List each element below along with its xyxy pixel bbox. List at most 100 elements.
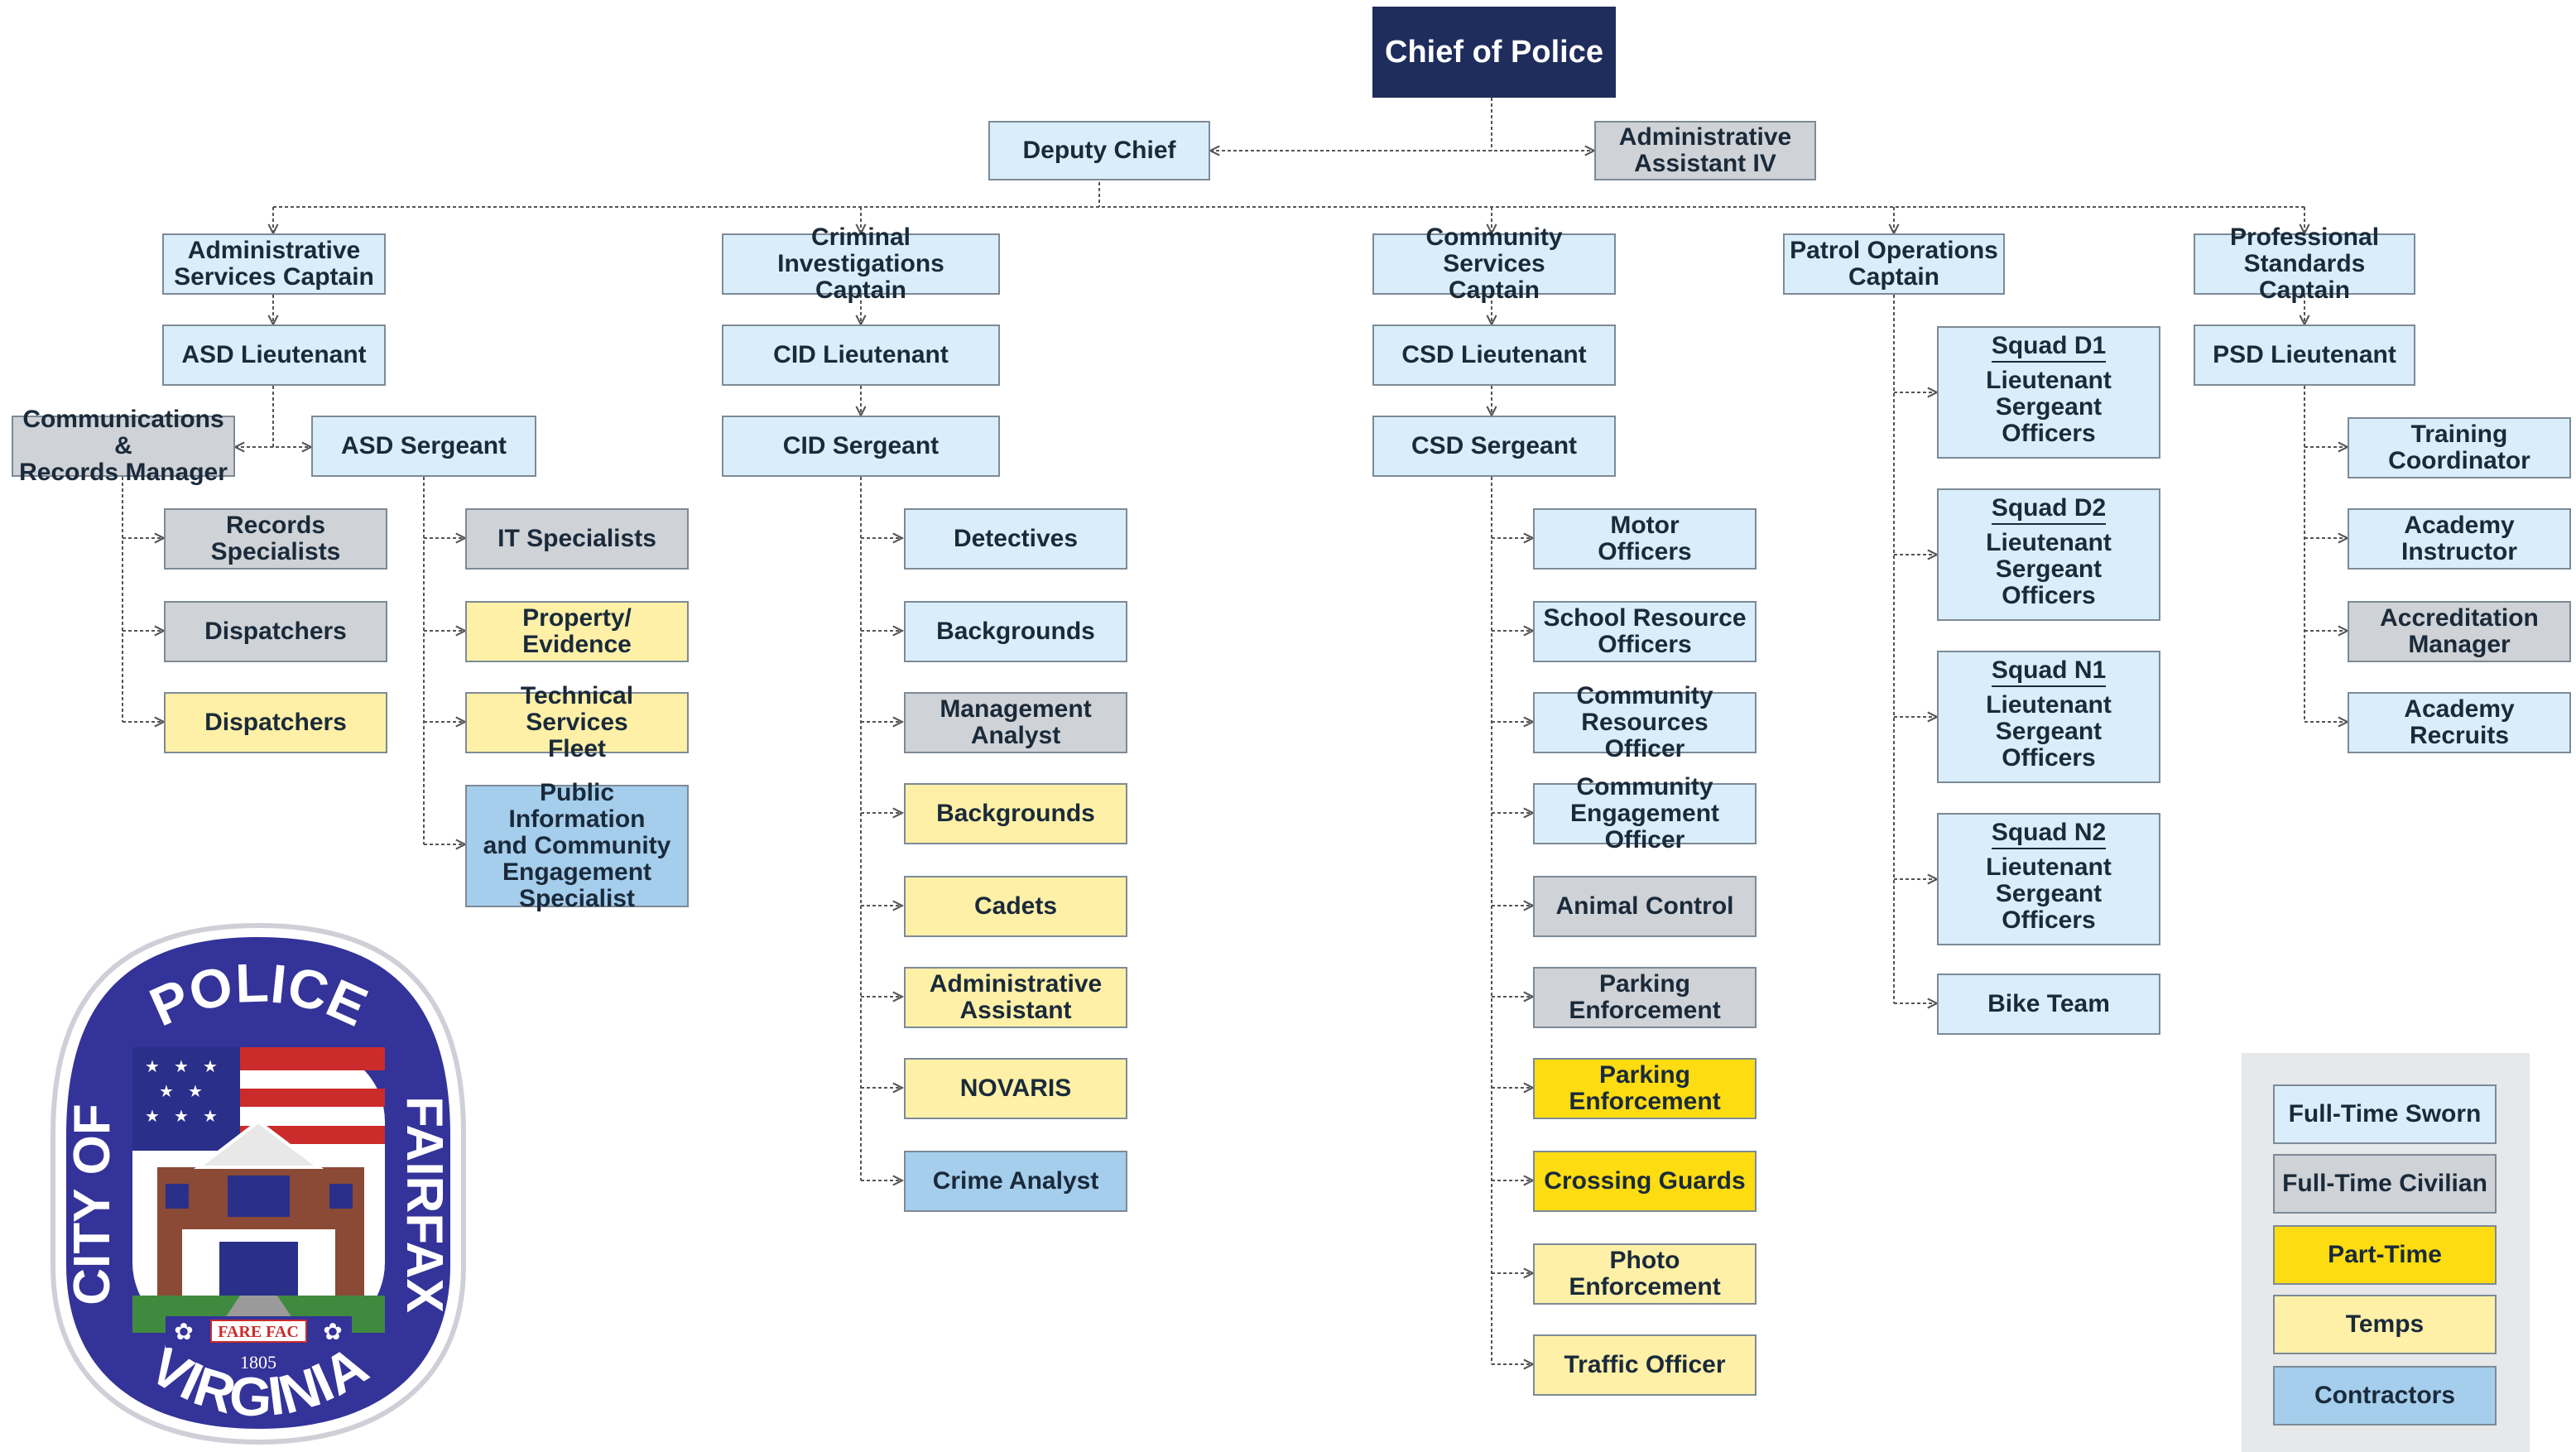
squad-d1-line3: Officers [2002,420,2096,447]
squad-n1-line3: Officers [2002,744,2096,772]
seal-inner-scene: ★★★ ★★ ★★★ FARE FAC 1805 ✿ ✿ [132,1047,385,1373]
management-analyst-box: Management Analyst [904,692,1127,753]
pio-specialist-line1: Public Information [508,779,646,833]
photo-enforcement-line2: Enforcement [1569,1273,1721,1301]
pio-specialist-box: Public Information and Community Engagem… [465,780,689,912]
accreditation-manager-line1: Accreditation [2380,604,2539,632]
psd-captain-box: Professional Standards Captain [2194,224,2415,304]
novaris-label: NOVARIS [959,1075,1072,1102]
property-evidence-line1: Property/ [522,604,632,632]
chief-of-police-box: Chief of Police [1372,7,1616,98]
squad-n1-title: Squad N1 [1991,657,2107,687]
seal-year: 1805 [240,1352,276,1373]
svg-text:★: ★ [188,1081,203,1101]
pio-specialist-line3: Engagement [502,858,652,886]
cid-captain-line1: Criminal Investigations [777,224,944,277]
school-resource-officers-line2: Officers [1598,631,1692,658]
legend-contractors-label: Contractors [2314,1382,2456,1409]
csd-lieutenant-label: CSD Lieutenant [1401,341,1587,368]
academy-recruits-line1: Academy [2404,695,2515,723]
patrol-captain-line2: Captain [1848,263,1939,291]
pio-specialist-line2: and Community [483,832,671,859]
squad-d2-title: Squad D2 [1991,495,2107,525]
squad-d2-box: Squad D2 Lieutenant Sergeant Officers [1937,488,2160,621]
animal-control-box: Animal Control [1533,876,1757,937]
pio-specialist-line4: Specialist [518,885,636,912]
cid-admin-assistant-line2: Assistant [959,997,1072,1024]
cid-admin-assistant-box: Administrative Assistant [904,967,1127,1028]
animal-control-label: Animal Control [1555,892,1734,920]
technical-services-fleet-box: Technical Services Fleet [465,683,689,762]
cid-admin-assistant-line1: Administrative [929,970,1103,998]
community-resources-officer-line2: Resources Officer [1581,709,1709,762]
legend-full-time-sworn: Full-Time Sworn [2273,1084,2497,1144]
squad-d2-line2: Sergeant [1995,555,2103,583]
parking-enforcement-civilian-line2: Enforcement [1569,997,1721,1024]
admin-assistant-iv-box: Administrative Assistant IV [1594,121,1816,180]
cid-sergeant-label: CID Sergeant [782,432,940,459]
training-coordinator-line2: Coordinator [2388,447,2530,474]
squad-n2-line3: Officers [2002,906,2096,934]
technical-services-fleet-line1: Technical Services [520,682,634,736]
cadets-label: Cadets [973,892,1058,920]
asd-lieutenant-label: ASD Lieutenant [181,341,367,368]
records-specialists-line2: Specialists [210,538,341,565]
comm-records-manager-line1: Communications & [22,406,224,459]
detectives-label: Detectives [953,525,1079,552]
training-coordinator-box: Training Coordinator [2348,417,2571,478]
squad-d1-title: Squad D1 [1991,333,2107,363]
backgrounds-temp-box: Backgrounds [904,783,1127,844]
accreditation-manager-line2: Manager [2408,631,2511,658]
cid-captain-line2: Captain [815,276,906,304]
svg-text:★: ★ [145,1106,160,1126]
it-specialists-box: IT Specialists [465,508,689,570]
cadets-box: Cadets [904,876,1127,937]
parking-enforcement-parttime-line2: Enforcement [1569,1088,1721,1115]
traffic-officer-box: Traffic Officer [1533,1334,1757,1396]
cid-captain-box: Criminal Investigations Captain [722,224,1000,304]
legend-part-time-label: Part-Time [2328,1241,2442,1268]
dispatchers-civilian-box: Dispatchers [164,601,387,662]
squad-n2-line2: Sergeant [1995,880,2103,907]
svg-text:★: ★ [145,1056,160,1076]
dispatchers-civilian-label: Dispatchers [204,618,347,645]
svg-text:★: ★ [174,1056,189,1076]
squad-n1-box: Squad N1 Lieutenant Sergeant Officers [1937,651,2160,783]
squad-d1-line1: Lieutenant [1986,367,2112,394]
community-engagement-officer-box: Community Engagement Officer [1533,774,1757,853]
legend-full-time-civilian-label: Full-Time Civilian [2282,1170,2487,1197]
community-resources-officer-box: Community Resources Officer [1533,683,1757,762]
school-resource-officers-line1: School Resource [1543,604,1747,632]
comm-records-manager-box: Communications & Records Manager [12,406,235,486]
backgrounds-temp-label: Backgrounds [936,800,1095,827]
academy-recruits-box: Academy Recruits [2348,692,2571,753]
management-analyst-line1: Management [940,695,1092,723]
squad-d1-box: Squad D1 Lieutenant Sergeant Officers [1937,326,2160,459]
csd-captain-line2: Captain [1448,276,1540,304]
accreditation-manager-box: Accreditation Manager [2348,601,2571,662]
asd-lieutenant-box: ASD Lieutenant [162,325,386,386]
legend-full-time-sworn-label: Full-Time Sworn [2288,1100,2482,1127]
comm-records-manager-line2: Records Manager [19,459,228,486]
city-of-fairfax-police-seal: POLICE VIRGINIA CITY OF FAIRFAX ★★★ ★★ ★… [50,922,466,1445]
squad-n2-title: Squad N2 [1991,820,2107,849]
deputy-chief-label: Deputy Chief [1022,137,1176,164]
svg-text:★: ★ [203,1106,218,1126]
asd-captain-line1: Administrative [187,237,361,264]
detectives-box: Detectives [904,508,1127,570]
novaris-box: NOVARIS [904,1058,1127,1119]
photo-enforcement-line1: Photo [1609,1247,1680,1274]
bike-team-box: Bike Team [1937,974,2160,1035]
management-analyst-line2: Analyst [970,722,1061,749]
community-engagement-officer-line1: Community [1576,773,1713,801]
photo-enforcement-box: Photo Enforcement [1533,1243,1757,1305]
cid-lieutenant-box: CID Lieutenant [722,325,1000,386]
dispatchers-temp-box: Dispatchers [164,692,387,753]
academy-instructor-line1: Academy [2404,512,2515,539]
motor-officers-line1: Motor [1610,512,1680,539]
parking-enforcement-civilian-box: Parking Enforcement [1533,967,1757,1028]
asd-captain-box: Administrative Services Captain [162,233,386,295]
traffic-officer-label: Traffic Officer [1564,1351,1726,1378]
legend-full-time-civilian: Full-Time Civilian [2273,1154,2497,1214]
academy-instructor-line2: Instructor [2401,538,2517,565]
